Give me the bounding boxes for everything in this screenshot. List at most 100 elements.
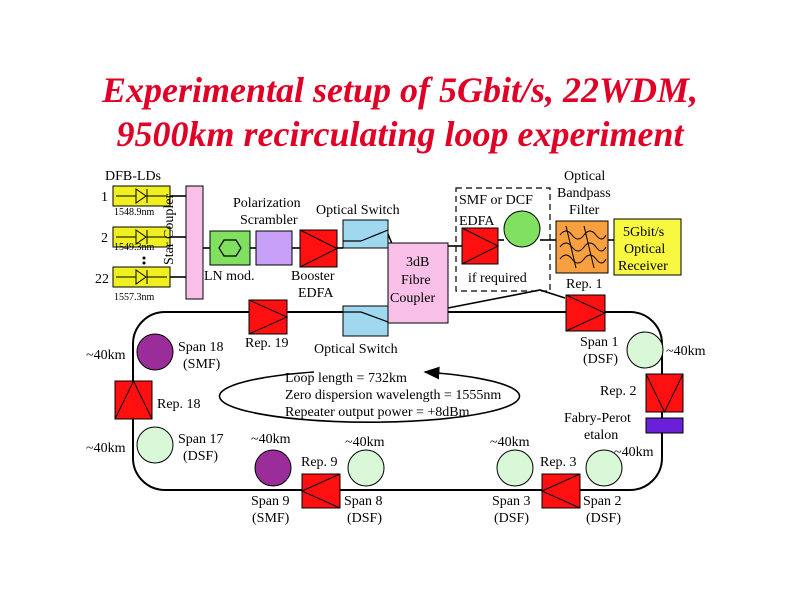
repeater-1 (565, 294, 607, 332)
filter-icon (559, 225, 607, 269)
span-8-fibre-spool (347, 449, 385, 487)
repeater-3 (540, 473, 581, 509)
loop-coupler-link (447, 289, 566, 309)
ln-modulator (209, 230, 251, 266)
span-1-type: (DSF) (583, 352, 618, 367)
loop-fibre (132, 311, 663, 491)
optical-switch-bottom (342, 305, 389, 337)
polarization-label: Polarization (233, 196, 301, 211)
wavelength-2-label: 1549.3nm (114, 242, 155, 253)
span-9-type: (SMF) (252, 511, 290, 526)
span-2-type: (DSF) (586, 511, 621, 526)
wavelength-1-label: 1548.9nm (114, 207, 155, 218)
repeater-9 (300, 473, 341, 509)
receiver-line-2: Optical (624, 242, 665, 257)
if-required-label: if required (468, 271, 527, 286)
amplifier-icon (299, 229, 339, 268)
amplifier-icon (461, 227, 500, 265)
optional-edfa-box (455, 187, 551, 292)
laser-diode-icon (116, 229, 167, 245)
optional-edfa (461, 227, 500, 265)
span-17-type: (DSF) (183, 449, 218, 464)
optical-bandpass-filter (555, 220, 609, 274)
repeater-power-text: Repeater output power = +8dBm (285, 405, 470, 420)
channel-22-label: 22 (95, 272, 109, 287)
span-1-distance: ~40km (666, 344, 706, 359)
repeater-18 (114, 379, 153, 420)
smf-dcf-label: SMF or DCF (459, 193, 533, 208)
span-17-fibre-spool (136, 426, 174, 464)
coupler-coupler-label: Coupler (390, 291, 435, 306)
span-8-label: Span 8 (344, 494, 383, 509)
bandpass-label: Bandpass (557, 186, 611, 201)
rep-18-label: Rep. 18 (157, 397, 201, 412)
span-18-distance: ~40km (86, 348, 126, 363)
laser-diode-icon (116, 188, 167, 204)
fabry-perot-label-1: Fabry-Perot (564, 411, 631, 426)
coupler-fibre-label: Fibre (401, 273, 431, 288)
wavelength-22-label: 1557.3nm (114, 292, 155, 303)
title-line-2: 9500km recirculating loop experiment (116, 114, 684, 154)
span-9-distance: ~40km (251, 432, 291, 447)
span-3-type: (DSF) (494, 511, 529, 526)
rep-3-label: Rep. 3 (540, 455, 577, 470)
rep-1-label: Rep. 1 (566, 277, 603, 292)
star-coupler-label: Star Coupler (162, 194, 177, 265)
diagram-title: Experimental setup of 5Gbit/s, 22WDM, 95… (0, 68, 800, 156)
span-2-fibre-spool (585, 449, 623, 487)
receiver-line-3: Receiver (618, 259, 668, 274)
smf-dcf-fibre-spool (503, 210, 541, 248)
optical-switch-top (342, 219, 389, 249)
dfb-label: DFB-LDs (105, 169, 161, 184)
zero-dispersion-text: Zero dispersion wavelength = 1555nm (285, 388, 501, 403)
span-3-label: Span 3 (492, 494, 531, 509)
span-1-label: Span 1 (580, 335, 619, 350)
span-3-distance: ~40km (490, 435, 530, 450)
polarization-scrambler (255, 230, 293, 266)
scrambler-label: Scrambler (240, 213, 298, 228)
optical-receiver (613, 218, 682, 276)
optical-switch-top-label: Optical Switch (316, 203, 400, 218)
filter-label: Filter (569, 203, 600, 218)
span-9-label: Span 9 (251, 494, 290, 509)
rep-19-label: Rep. 19 (245, 336, 289, 351)
coupler-3db-label: 3dB (406, 255, 429, 270)
repeater-2 (645, 373, 684, 414)
channel-1-label: 1 (101, 190, 108, 205)
dfb-laser-22 (112, 266, 171, 288)
span-3-fibre-spool (496, 449, 534, 487)
dfb-laser-2 (112, 226, 171, 248)
ln-mod-label: LN mod. (204, 269, 255, 284)
loop-direction-ellipse (218, 366, 521, 423)
booster-edfa-label: EDFA (298, 286, 334, 301)
span-1-fibre-spool (626, 331, 664, 369)
loop-length-text: Loop length = 732km (285, 371, 407, 386)
span-18-fibre-spool (136, 333, 174, 371)
span-17-distance: ~40km (86, 441, 126, 456)
dfb-laser-1 (112, 185, 171, 207)
span-17-label: Span 17 (178, 432, 224, 447)
booster-label: Booster (291, 269, 335, 284)
rep-9-label: Rep. 9 (301, 455, 338, 470)
receiver-line-1: 5Gbit/s (623, 225, 664, 240)
optical-switch-bottom-label: Optical Switch (314, 342, 398, 357)
fibre-coupler-3db (387, 242, 449, 324)
span-18-type: (SMF) (183, 357, 221, 372)
fabry-perot-label-2: etalon (584, 428, 618, 443)
span-18-label: Span 18 (178, 340, 224, 355)
fabry-perot-etalon (645, 417, 684, 434)
channel-2-label: 2 (101, 231, 108, 246)
span-8-type: (DSF) (347, 511, 382, 526)
modulator-icon (218, 239, 242, 257)
optical-label: Optical (564, 169, 605, 184)
booster-edfa (299, 229, 339, 268)
repeater-19 (248, 299, 289, 335)
span-2-distance: ~40km (614, 445, 654, 460)
star-coupler (185, 185, 204, 300)
rep-2-label: Rep. 2 (600, 384, 637, 399)
span-9-fibre-spool (254, 449, 292, 487)
optional-edfa-label: EDFA (459, 214, 495, 229)
span-8-distance: ~40km (345, 435, 385, 450)
tx-fibres (170, 195, 614, 278)
